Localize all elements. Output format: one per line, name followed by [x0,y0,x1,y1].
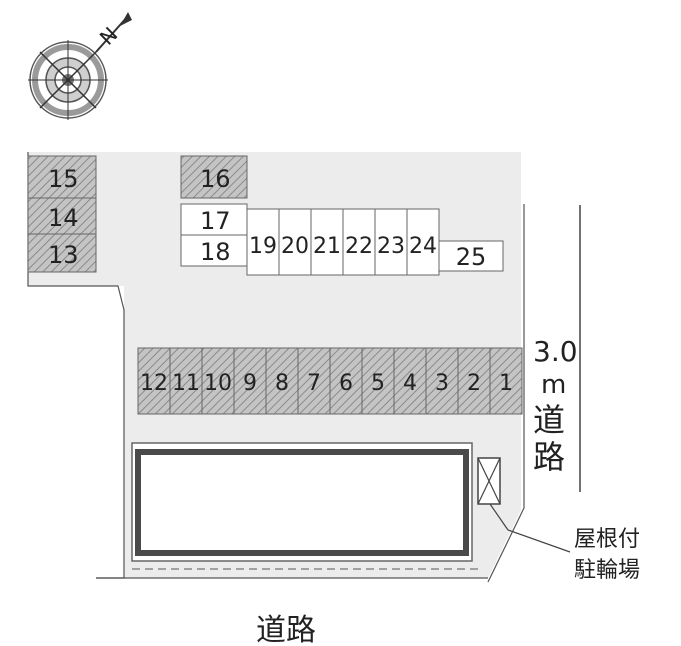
space-label: 17 [200,207,231,235]
space-17: 17 [180,203,248,236]
space-22-label: 22 [345,234,373,259]
bicycle-parking-label-line1: 屋根付 [574,527,640,552]
space-18: 18 [180,234,248,267]
space-20-label: 20 [281,234,309,259]
main-row-spaces: 12 11 10 9 8 7 6 5 4 3 2 1 [137,347,523,415]
east-road-label-2: 路 [533,438,565,476]
bicycle-parking [477,457,571,553]
space-12-label: 12 [140,371,168,396]
east-road-width: 3.0 [533,335,578,368]
south-road-label: 道路 [256,613,316,646]
space-24-label: 24 [409,234,437,259]
space-16: 16 [180,155,248,199]
space-label: 16 [200,165,231,193]
space-25: 25 [438,240,504,272]
space-3-label: 3 [435,371,449,396]
space-label: 15 [48,165,79,193]
space-5-label: 5 [371,371,385,396]
space-7-label: 7 [307,371,321,396]
space-21-label: 21 [313,234,341,259]
space-11-label: 11 [172,371,200,396]
bicycle-parking-label-line2: 駐輪場 [574,558,640,583]
space-15: 15 [27,155,97,199]
space-23-label: 23 [377,234,405,259]
space-6-label: 6 [339,371,353,396]
space-label: 18 [200,238,231,266]
space-10-label: 10 [204,371,232,396]
space-label: 13 [48,241,79,269]
compass-icon: N [28,12,132,120]
space-19-label: 19 [249,234,277,259]
space-2-label: 2 [467,371,481,396]
lot-boundary-right [487,204,525,583]
top-row-spaces: 19 20 21 22 23 24 [246,208,440,276]
building [131,442,473,562]
space-label: 14 [48,204,79,232]
space-1-label: 1 [499,371,513,396]
space-4-label: 4 [403,371,417,396]
leader-line [489,503,509,531]
east-road-label-1: 道 [533,401,565,439]
space-label: 25 [456,243,487,271]
space-8-label: 8 [275,371,289,396]
space-13: 13 [27,233,97,273]
space-14: 14 [27,197,97,235]
space-9-label: 9 [243,371,257,396]
east-road-unit: m [541,370,566,400]
